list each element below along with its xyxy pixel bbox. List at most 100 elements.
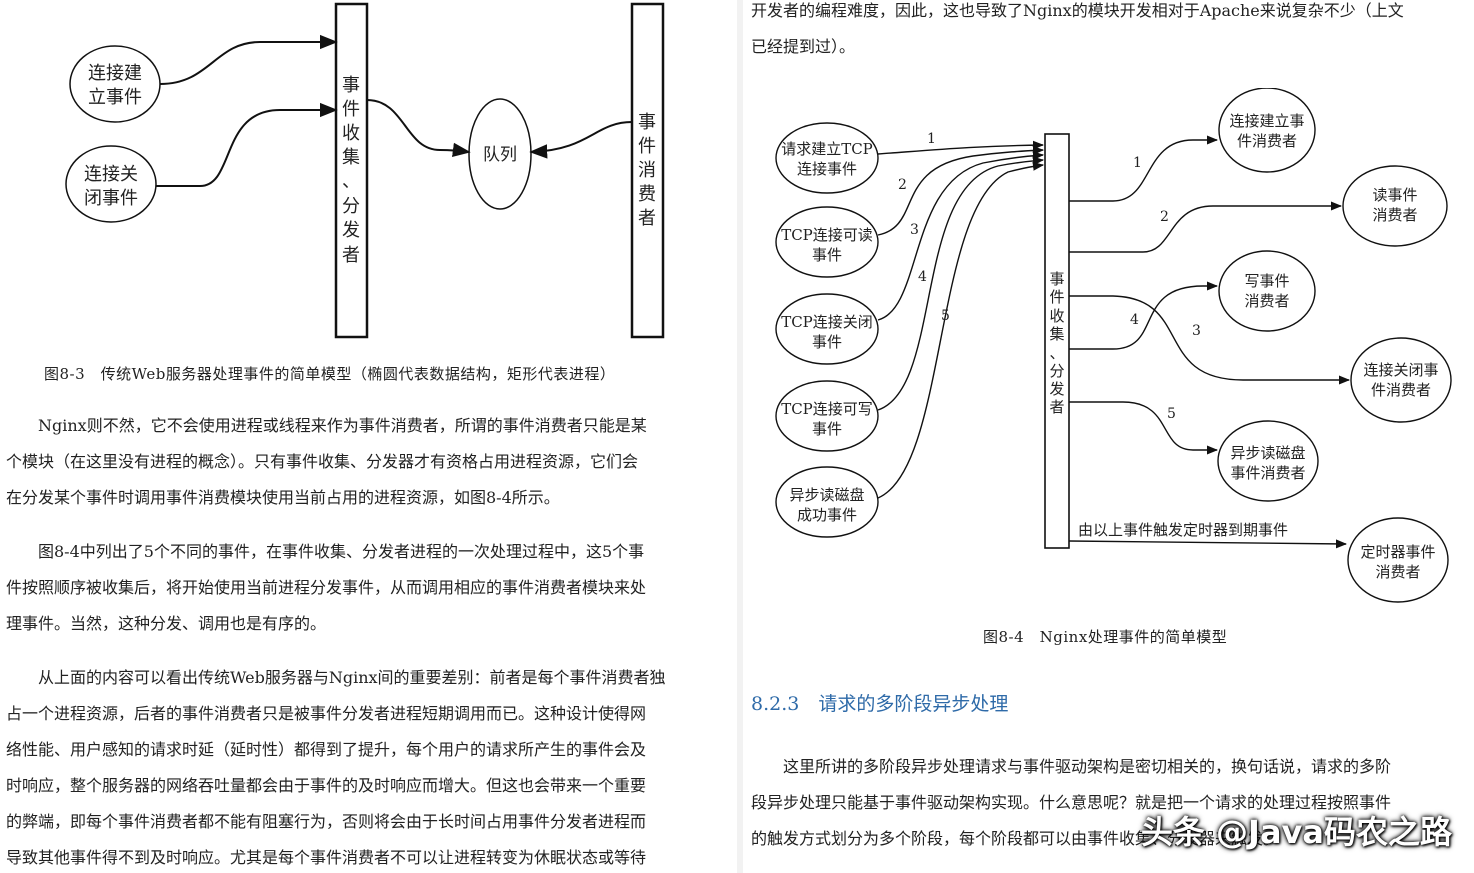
arrow-in-2 [877, 146, 1045, 236]
text-line: 络性能、用户感知的请求时延（延时性）都得到了提升，每个用户的请求所产生的事件会及 [6, 740, 647, 759]
figure-8-3: 连接建 立事件 连接关 闭事件 事 件 收 集 、 分 发 者 队列 事 件 消… [50, 0, 690, 345]
consumer-char: 消 [638, 160, 656, 181]
text-line: 的弊端，即每个事件消费者都不能有阻塞行为，否则将会由于长时间占用事件分发者进程而 [6, 812, 647, 831]
collector-char: 者 [1049, 398, 1064, 416]
collector-box [1044, 133, 1070, 549]
text-line: 段异步处理只能基于事件驱动架构实现。什么意思呢？就是把一个请求的处理过程按照事件 [751, 793, 1392, 812]
consumer-char: 事 [638, 112, 656, 133]
input-label: TCP连接可写 [781, 400, 873, 418]
output-label: 异步读磁盘 [1230, 444, 1305, 462]
text-line: 个模块（在这里没有进程的概念）。只有事件收集、分发器才有资格占用进程资源，它们会 [6, 452, 639, 471]
text-line: 导致其他事件得不到及时响应。尤其是每个事件消费者不可以让进程转变为休眠状态或等待 [6, 848, 647, 867]
output-node-disk [1217, 420, 1319, 502]
paragraph-3: 从上面的内容可以看出传统Web服务器与Nginx间的重要差别：前者是每个事件消费… [6, 660, 736, 873]
event-open-node [69, 45, 161, 123]
input-number: 1 [927, 131, 936, 147]
queue-label: 队列 [483, 145, 517, 165]
arrow-out-4 [1069, 281, 1219, 350]
input-number: 3 [910, 222, 919, 238]
text-line: 在分发某个事件时调用事件消费模块使用当前占用的进程资源，如图8-4所示。 [6, 488, 560, 507]
watermark: 头条 @Java码农之路 [1140, 813, 1452, 851]
output-number: 4 [1130, 312, 1139, 328]
consumer-char: 费 [638, 184, 656, 205]
text-line: 这里所讲的多阶段异步处理请求与事件驱动架构是密切相关的，换句话说，请求的多阶 [751, 757, 1392, 776]
output-label: 读事件 [1372, 186, 1417, 204]
consumer-char: 者 [638, 208, 656, 229]
collector-char: 分 [1049, 362, 1064, 380]
output-label: 写事件 [1244, 272, 1289, 290]
input-label: TCP连接可读 [781, 226, 873, 244]
output-number: 3 [1192, 323, 1201, 339]
output-number: 1 [1133, 155, 1142, 171]
figure-8-4-caption: 图8-4 Nginx处理事件的简单模型 [983, 628, 1228, 646]
arrow-out-2 [1069, 201, 1343, 253]
text-line: Nginx则不然，它不会使用进程或线程来作为事件消费者，所谓的事件消费者只能是某 [6, 416, 647, 435]
text-line: 从上面的内容可以看出传统Web服务器与Nginx间的重要差别：前者是每个事件消费… [6, 668, 666, 687]
input-label: 请求建立TCP [781, 140, 873, 158]
input-node-disk [775, 466, 879, 538]
left-page: 连接建 立事件 连接关 闭事件 事 件 收 集 、 分 发 者 队列 事 件 消… [6, 0, 736, 873]
timer-label: 由以上事件触发定时器到期事件 [1078, 521, 1288, 539]
arrow-open-to-collector [159, 34, 338, 85]
collector-char: 事 [1049, 270, 1064, 288]
text-line: 占一个进程资源，后者的事件消费者只是被事件分发者进程短期调用而已。这种设计使得网 [6, 704, 647, 723]
page-divider [737, 0, 743, 873]
collector-char: 集 [1049, 325, 1064, 343]
paragraph-bottom: 这里所讲的多阶段异步处理请求与事件驱动架构是密切相关的，换句话说，请求的多阶 段… [751, 749, 1473, 857]
input-label: 异步读磁盘 [789, 486, 864, 504]
input-number: 4 [918, 269, 927, 285]
arrow-out-3 [1069, 295, 1351, 385]
collector-char: 分 [342, 196, 360, 217]
output-label: 消费者 [1375, 563, 1420, 581]
text-line: 件按照顺序被收集后，将开始使用当前进程分发事件，从而调用相应的事件消费者模块来处 [6, 578, 647, 597]
collector-char: 集 [342, 147, 360, 168]
section-heading: 8.2.3 请求的多阶段异步处理 [751, 693, 1009, 715]
input-node-connect [775, 122, 879, 194]
collector-char: 发 [1049, 380, 1064, 398]
text-line: 图8-4中列出了5个不同的事件，在事件收集、分发者进程的一次处理过程中，这5个事 [6, 542, 645, 561]
output-label: 定时器事件 [1360, 543, 1435, 561]
output-label: 事件消费者 [1230, 464, 1305, 482]
collector-char: 件 [342, 99, 360, 120]
input-node-close [775, 293, 879, 365]
text-line: 时响应，整个服务器的网络吞吐量都会由于事件的及时响应而增大。但这也会带来一个重要 [6, 776, 647, 795]
event-close-label-2: 闭事件 [84, 188, 138, 209]
arrow-consumer-to-queue [529, 121, 633, 159]
output-node-close [1350, 337, 1452, 423]
collector-char: 件 [1049, 288, 1064, 306]
output-label: 消费者 [1244, 292, 1289, 310]
text-line: 的触发方式划分为多个阶段，每个阶段都可以由事件收集、分发器来触发。 [751, 829, 1280, 848]
input-label: 事件 [812, 246, 842, 264]
input-label: 成功事件 [797, 506, 857, 524]
arrow-out-timer [1068, 539, 1348, 549]
input-label: 连接事件 [797, 160, 857, 178]
arrow-collector-to-queue [366, 99, 471, 157]
output-number: 2 [1160, 209, 1169, 225]
consumer-box [630, 2, 665, 339]
arrow-out-5 [1069, 401, 1219, 455]
text-line: 已经提到过）。 [751, 37, 856, 56]
input-node-write [775, 380, 879, 452]
paragraph-1: Nginx则不然，它不会使用进程或线程来作为事件消费者，所谓的事件消费者只能是某… [6, 408, 736, 516]
right-page: 开发者的编程难度，因此，这也导致了Nginx的模块开发相对于Apache来说复杂… [743, 0, 1474, 873]
arrow-in-3 [877, 151, 1045, 321]
arrow-out-1 [1069, 135, 1219, 202]
output-number: 5 [1167, 406, 1176, 422]
figure-8-3-caption: 图8-3 传统Web服务器处理事件的简单模型（椭圆代表数据结构，矩形代表进程） [44, 365, 616, 383]
paragraph-top: 开发者的编程难度，因此，这也导致了Nginx的模块开发相对于Apache来说复杂… [751, 0, 1473, 65]
collector-char: 收 [342, 123, 360, 144]
arrow-in-5 [877, 161, 1045, 499]
arrow-in-1 [877, 140, 1045, 155]
input-node-read [775, 206, 879, 278]
output-node-write [1218, 250, 1316, 332]
event-open-label-1: 连接建 [88, 63, 142, 84]
output-label: 连接建立事 [1229, 112, 1304, 130]
collector-char: 事 [342, 75, 360, 96]
collector-char: 发 [342, 220, 360, 241]
consumer-char: 件 [638, 136, 656, 157]
input-label: 事件 [812, 420, 842, 438]
figure-8-4: 请求建立TCP 连接事件 TCP连接可读 事件 TCP连接关闭 事件 TCP连接… [773, 88, 1463, 613]
input-label: 事件 [812, 333, 842, 351]
output-node-timer [1347, 517, 1449, 603]
text-line: 开发者的编程难度，因此，这也导致了Nginx的模块开发相对于Apache来说复杂… [751, 1, 1404, 20]
